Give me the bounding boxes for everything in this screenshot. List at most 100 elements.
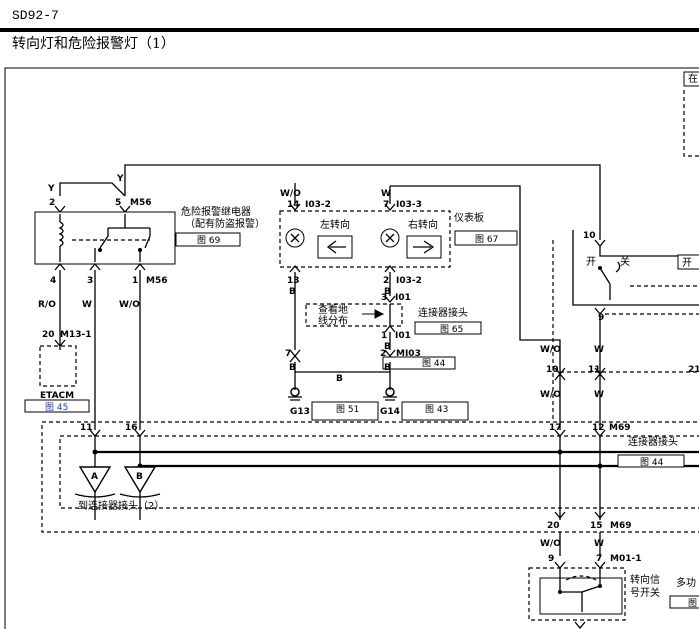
- mi03-pin-7: 7: [285, 349, 291, 359]
- relay-wire-y-right: Y: [116, 174, 124, 184]
- relay-pin-5: 5: [115, 198, 121, 208]
- turn-ref-box: [669, 595, 699, 609]
- cluster-name: 仪表板: [454, 211, 484, 224]
- cluster-pin-14: 14: [287, 200, 300, 210]
- turn-switch-outer: [528, 567, 626, 621]
- m69-pin-16: 16: [125, 423, 138, 433]
- cluster-pin-2: 2: [383, 276, 389, 286]
- turn-wire-wo: W/O: [540, 539, 561, 549]
- m69-right-wires: [559, 436, 601, 520]
- relay-ref: 图 69: [197, 235, 221, 246]
- ground-distribution: 3 I01 查看地 线分布 1 I01 B 连接器接头 图 65: [305, 293, 482, 352]
- wire-wo-right-loop: [519, 190, 561, 430]
- cluster-top-chevrons: [289, 203, 396, 212]
- m69-pin-20: 20: [547, 521, 560, 531]
- switch-open-right: 开: [682, 258, 692, 269]
- relay-node-b: [138, 248, 142, 252]
- turn-switch-contacts: [559, 568, 601, 612]
- relay-body: [34, 211, 176, 265]
- marker-a-triangle: [78, 466, 112, 494]
- turn-connector: M01-1: [610, 554, 641, 564]
- cluster-bottom-chevrons: [289, 264, 396, 273]
- i01-ref: 图 65: [440, 324, 463, 335]
- i01-wire-b: B: [384, 342, 391, 352]
- g13-ground-lines: [288, 396, 302, 401]
- wire-top-bus: [124, 164, 601, 240]
- mi03-ref: 图 44: [422, 358, 446, 369]
- etacm-pin: 20: [42, 330, 55, 340]
- page-title: 转向灯和危险报警灯（1）: [12, 36, 175, 52]
- i01-pin-3: 3: [381, 293, 387, 303]
- switch-pin-21: 21: [688, 365, 699, 375]
- g14-ground-lines: [383, 396, 397, 401]
- m69-outer-dashed: [41, 421, 699, 533]
- g14-symbol: [385, 387, 395, 397]
- switch-close: 关: [620, 255, 630, 268]
- cluster-wire-w: W: [381, 189, 391, 199]
- mi03-chevrons: [289, 349, 396, 363]
- cluster-body: [279, 210, 451, 268]
- ground-dist-line1: 查看地: [318, 303, 348, 316]
- g13-label: G13: [290, 407, 310, 417]
- switch-wire-wo2: W/O: [540, 390, 561, 400]
- etacm-ref: 图 45: [45, 402, 68, 413]
- relay-coil: [58, 214, 64, 262]
- i01-bottom-chevron: [384, 324, 396, 333]
- etacm-ref-box: [24, 399, 90, 413]
- switch-pin-10b: 10: [546, 365, 559, 375]
- cluster-conn-bottom: I03-2: [396, 276, 422, 286]
- relay-contacts: [94, 214, 151, 262]
- switch-blade: [599, 261, 621, 300]
- mi03-ref-box: [382, 356, 456, 370]
- marker-b-triangle: [123, 466, 157, 494]
- relay-pin-4: 4: [50, 276, 56, 286]
- switch-pin-11: 11: [588, 365, 601, 375]
- right-switch: 10 开 关 开 9 W/O W 10 11 21 W/O W: [519, 190, 699, 430]
- to-connector-label: 到连接器接头（2）: [78, 499, 164, 512]
- i01-conn-top: I01: [395, 293, 411, 303]
- top-right-tag-box: [683, 71, 699, 87]
- header-rule: [0, 28, 699, 32]
- cluster-conn-right: I03-3: [396, 200, 422, 210]
- mi03-connector: 7 2 MI03 图 44 B B B: [285, 349, 456, 384]
- marker-brackets: [74, 493, 161, 498]
- wire-y-left: [59, 182, 126, 197]
- switch-wire-w2: W: [594, 390, 604, 400]
- m69-name-bottom: M69: [610, 521, 631, 531]
- mi03-wire-b-right: B: [384, 363, 391, 373]
- marker-a: A: [91, 472, 98, 482]
- right-turn-label: 右转向: [408, 218, 438, 231]
- relay-wire-y-left: Y: [47, 184, 55, 194]
- mi03-wire-b-mid: B: [336, 374, 343, 384]
- wire-ground-bus: [294, 362, 391, 390]
- switch-open-right-box: [677, 254, 699, 270]
- turn-switch-name-2: 号开关: [630, 586, 660, 599]
- g14-ref-box: [401, 401, 469, 421]
- diagram-code: SD92-7: [12, 8, 59, 23]
- turn-signal-switch: W/O W 9 7 M01-1 转向信 号开关 多功 图: [528, 532, 699, 629]
- turn-pin-7: 7: [596, 554, 602, 564]
- m69-bottom-chevrons: [554, 511, 606, 520]
- etacm: 20 M13-1 ETACM 图 45: [24, 330, 91, 413]
- relay-connector-bottom: M56: [146, 276, 167, 286]
- turn-switch-wires: [559, 532, 601, 556]
- i01-ref-box: [414, 321, 482, 335]
- m69-top-chevrons: [89, 429, 606, 438]
- cluster-top-wires: [294, 183, 521, 204]
- cluster-ref-box: [454, 230, 518, 246]
- relay-wire-ro: R/O: [38, 300, 56, 310]
- m69-pin-15: 15: [590, 521, 603, 531]
- relay-ref-box: [175, 232, 241, 247]
- switch-top-chevron: [594, 239, 606, 248]
- i01-pin-1: 1: [381, 331, 387, 341]
- switch-pin-9: 9: [598, 313, 604, 323]
- turn-pin-9: 9: [548, 554, 554, 564]
- relay-node-a: [98, 248, 102, 252]
- relay-pin-2: 2: [49, 198, 55, 208]
- turn-node-2: [598, 584, 602, 588]
- relay-connector: M56: [130, 198, 151, 208]
- i01-conn-bottom: I01: [395, 331, 411, 341]
- hazard-relay: Y Y 2 5 M56 4 3 1 M56 危险报警继电器 （配有防盗报警） 图…: [34, 174, 265, 286]
- left-turn-label: 左转向: [320, 218, 350, 231]
- turn-ref: 图: [688, 598, 697, 609]
